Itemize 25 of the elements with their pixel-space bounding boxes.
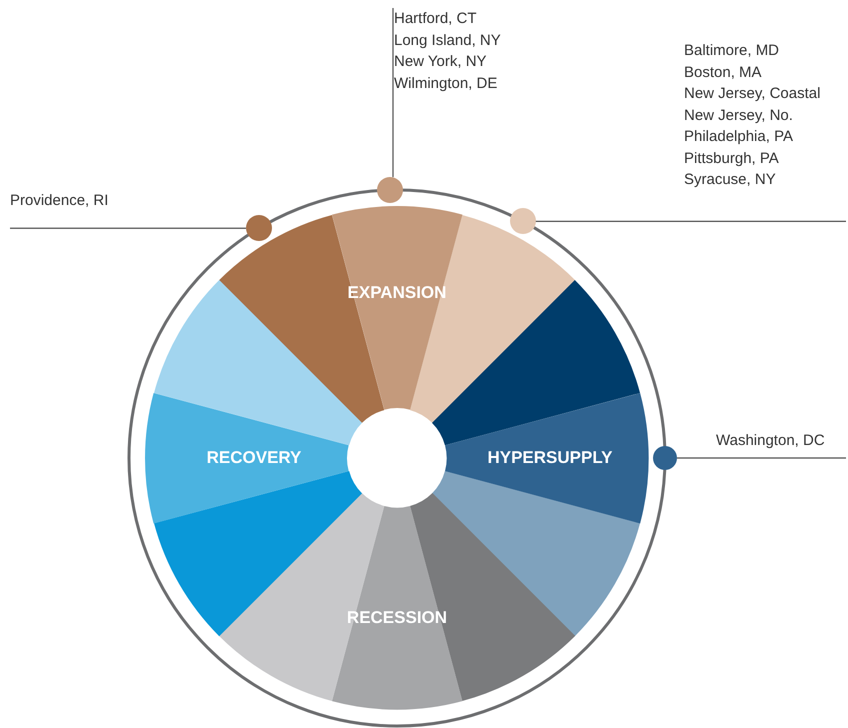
marker-dot xyxy=(653,446,677,470)
city-label: Philadelphia, PA xyxy=(684,127,794,147)
city-label: Wilmington, DE xyxy=(394,74,498,94)
phase-label: RECOVERY xyxy=(206,448,302,468)
marker-dot xyxy=(510,208,536,234)
city-label: Providence, RI xyxy=(10,191,110,211)
city-label: New York, NY xyxy=(394,52,488,72)
phase-label: EXPANSION xyxy=(348,283,446,303)
city-label: Washington, DC xyxy=(716,431,826,451)
city-label: Boston, MA xyxy=(684,62,763,82)
city-label: Long Island, NY xyxy=(394,30,502,50)
marker-dot xyxy=(376,177,403,204)
marker-dot xyxy=(246,215,272,242)
leader-line xyxy=(392,8,394,178)
city-label: Hartford, CT xyxy=(394,9,478,29)
city-label: Pittsburgh, PA xyxy=(684,148,780,168)
city-label: New Jersey, No. xyxy=(684,106,794,126)
city-label: New Jersey, Coastal xyxy=(684,84,822,104)
leader-line xyxy=(677,457,846,459)
leader-line xyxy=(536,220,846,222)
city-label: Baltimore, MD xyxy=(684,41,780,61)
city-label: Syracuse, NY xyxy=(684,170,777,190)
phase-label: RECESSION xyxy=(346,608,448,628)
phase-label: HYPERSUPPLY xyxy=(487,448,612,468)
leader-line xyxy=(10,228,246,229)
